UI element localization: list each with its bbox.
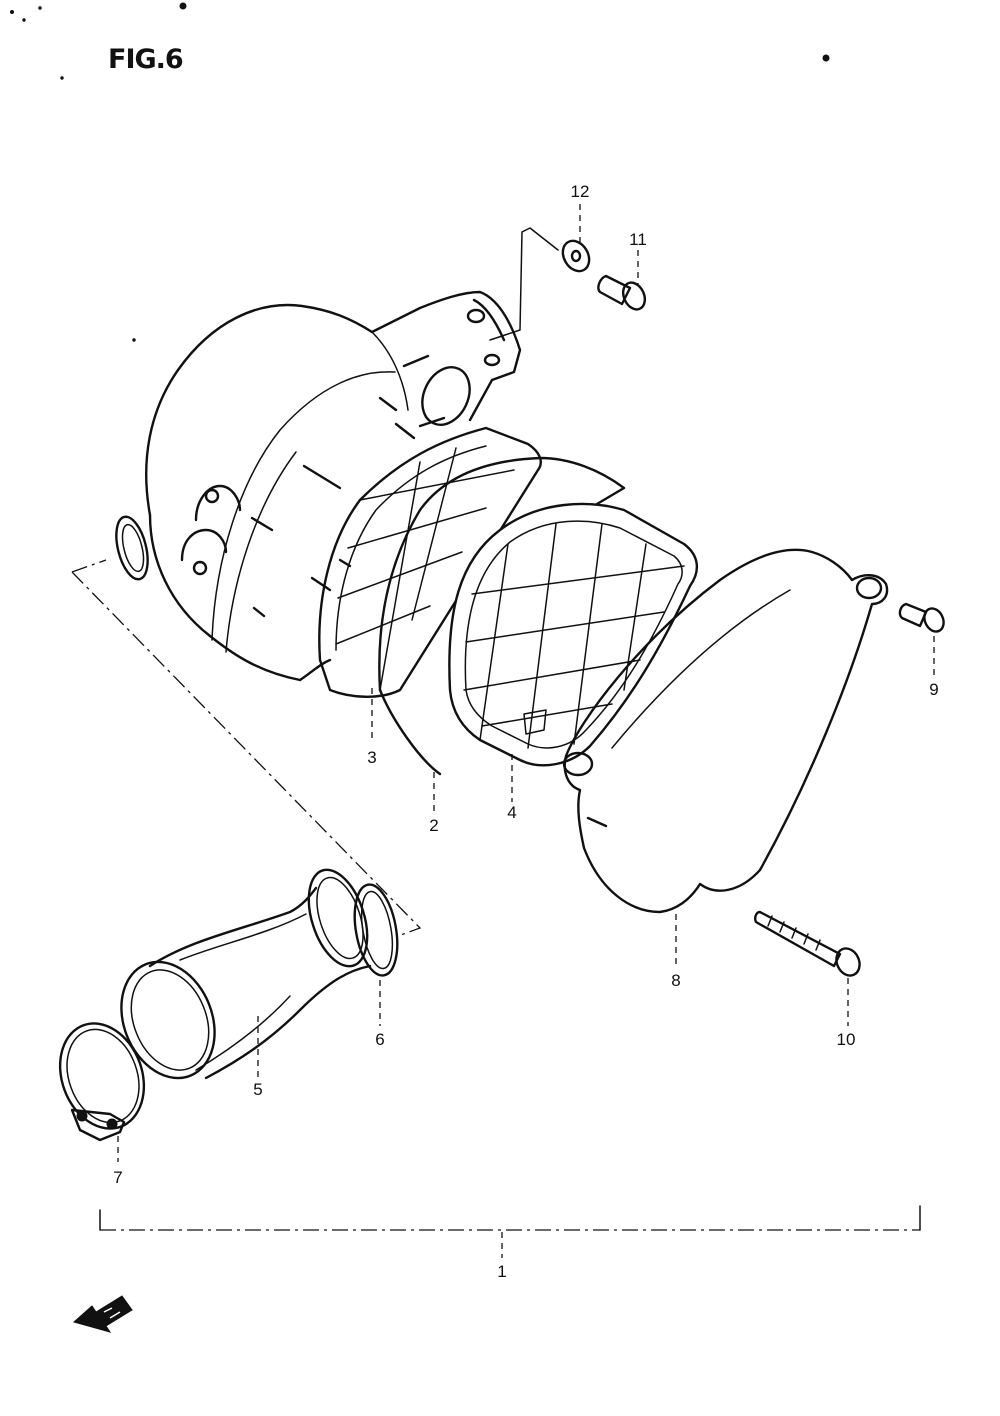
top-screw [597, 274, 647, 311]
cover-screw-short [898, 602, 945, 633]
forward-arrow-icon [72, 1295, 133, 1333]
callout-11: 11 [629, 230, 647, 249]
callout-3: 3 [367, 748, 377, 767]
callout-5: 5 [253, 1080, 263, 1099]
callout-2: 2 [429, 816, 439, 835]
scan-noise [10, 2, 830, 342]
callout-7: 7 [113, 1168, 123, 1187]
callout-12: 12 [570, 182, 590, 201]
callout-10: 10 [836, 1030, 856, 1049]
callout-9: 9 [929, 680, 939, 699]
callout-1: 1 [497, 1262, 507, 1281]
leader-lines [71, 204, 935, 1258]
callout-8: 8 [671, 971, 681, 990]
callout-4: 4 [507, 803, 517, 822]
figure-title: FIG.6 [108, 44, 184, 75]
intake-hose [120, 868, 372, 1080]
hose-ring [353, 883, 399, 977]
cover-bolt-long [754, 910, 861, 977]
callout-6: 6 [375, 1030, 385, 1049]
washer [561, 239, 591, 273]
air-cleaner-case [115, 290, 522, 682]
filter-element [378, 456, 698, 776]
element-frame [318, 426, 542, 698]
air-cleaner-cover [562, 548, 889, 914]
hose-clamp [58, 1022, 146, 1142]
